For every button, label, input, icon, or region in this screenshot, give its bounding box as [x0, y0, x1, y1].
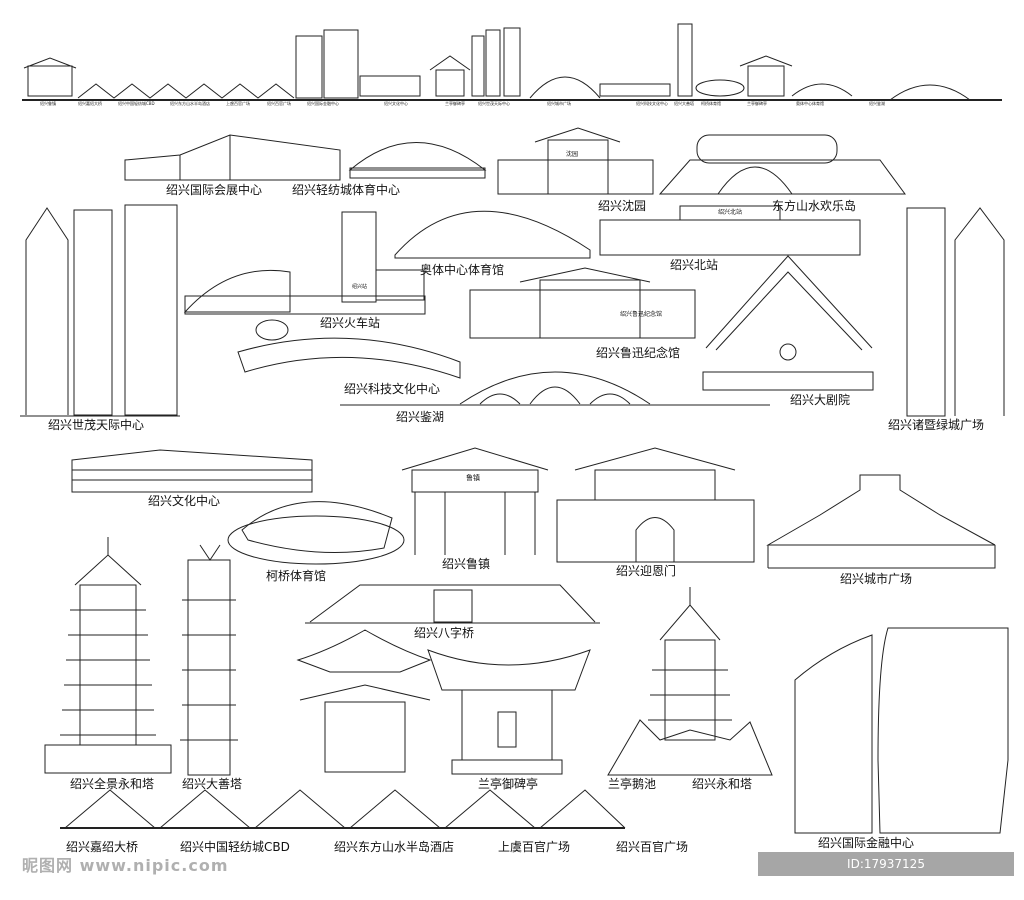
label-yubei: 兰亭御碑亭 — [478, 777, 539, 791]
skyline-label: 奥体中心体育馆 — [796, 101, 824, 106]
shenyuan-drawing — [498, 128, 653, 194]
keqiao-drawing — [228, 502, 404, 564]
label-dongfang: 东方山水欢乐岛 — [772, 199, 857, 213]
dongfang-drawing — [660, 135, 905, 194]
skyline-label: 绍兴中国轻纺城CBD — [118, 101, 155, 106]
label-culture: 绍兴文化中心 — [148, 494, 221, 508]
yubei-pavilion-drawing — [298, 630, 430, 772]
label-dashan: 绍兴大善塔 — [182, 777, 243, 791]
watermark-id: ID:17937125 NO:20251224190505911103 — [758, 852, 1014, 895]
label-cbd: 绍兴中国轻纺城CBD — [180, 840, 290, 854]
skyline-label: 柯桥体育馆 — [701, 101, 721, 106]
label-north-station: 绍兴北站 — [670, 258, 719, 272]
label-luzhen: 绍兴鲁镇 — [442, 557, 491, 571]
skyline-label: 绍兴世茂天际中心 — [478, 101, 510, 106]
skyline-label: 绍兴鉴湖 — [869, 101, 885, 106]
stele-pavilion-drawing — [428, 650, 590, 774]
north-station-drawing — [600, 206, 860, 255]
shenyuan-sign: 沈园 — [566, 151, 579, 158]
label-echi: 兰亭鹅池 — [608, 777, 657, 791]
label-olympic: 奥体中心体育馆 — [420, 263, 505, 277]
skyline-label: 绍兴科技文化中心 — [636, 101, 668, 106]
bazi-bridge-drawing — [305, 585, 600, 623]
skyline-strip — [22, 24, 1002, 100]
skyline-label: 上虞百官广场 — [226, 101, 250, 106]
label-tech: 绍兴科技文化中心 — [344, 382, 441, 396]
skyline-label: 绍兴东方山水半岛酒店 — [170, 101, 210, 106]
railway-station-drawing — [185, 212, 425, 314]
label-yonghe-full: 绍兴全景永和塔 — [70, 777, 155, 791]
label-city-square: 绍兴城市广场 — [840, 572, 913, 586]
city-square-drawing — [768, 475, 995, 568]
skyline-label: 绍兴嘉绍大桥 — [78, 101, 102, 106]
north-station-sign: 绍兴北站 — [718, 209, 743, 216]
label-theatre: 绍兴大剧院 — [790, 393, 851, 407]
skyline-label: 绍兴城市广场 — [547, 101, 571, 106]
bottom-bridges-drawing — [60, 790, 625, 828]
skyline-label: 兰亭御碑亭 — [747, 101, 767, 106]
label-shimao: 绍兴世茂天际中心 — [48, 418, 145, 432]
luzhen-sign: 鲁镇 — [466, 474, 480, 482]
textile-stadium-drawing — [350, 143, 485, 179]
skyline-label: 绍兴文化中心 — [384, 101, 408, 106]
label-railway: 绍兴火车站 — [320, 316, 381, 330]
label-zhuji: 绍兴诸暨绿城广场 — [888, 418, 985, 432]
luzhen-gate-drawing — [402, 448, 548, 555]
theatre-drawing — [703, 256, 873, 390]
zhuji-drawing — [907, 208, 1004, 416]
label-shenyuan: 绍兴沈园 — [598, 199, 647, 213]
label-keqiao: 柯桥体育馆 — [266, 569, 327, 583]
label-yingen: 绍兴迎恩门 — [616, 564, 677, 578]
yonghe-full-pagoda-drawing — [45, 537, 171, 773]
luxun-drawing — [470, 268, 695, 338]
label-hotel: 绍兴东方山水半岛酒店 — [334, 840, 455, 854]
label-yonghe: 绍兴永和塔 — [692, 777, 753, 791]
skyline-label: 绍兴国际金融中心 — [307, 101, 339, 106]
dashan-pagoda-drawing — [180, 545, 238, 775]
skyline-label: 兰亭御碑亭 — [445, 101, 465, 106]
label-bazi: 绍兴八字桥 — [414, 626, 475, 640]
label-luxun: 绍兴鲁迅纪念馆 — [596, 346, 681, 360]
skyline-label: 绍兴大善塔 — [674, 101, 694, 106]
expo-drawing — [125, 135, 340, 180]
railway-station-sign: 绍兴站 — [352, 284, 368, 290]
ifc-drawing — [795, 628, 1008, 833]
shimao-drawing — [20, 205, 180, 416]
label-jiashao: 绍兴嘉绍大桥 — [66, 840, 139, 854]
yonghe-pagoda-drawing — [608, 587, 772, 775]
watermark-site: 昵图网 www.nipic.com — [22, 856, 229, 875]
landmark-illustration — [0, 0, 1024, 878]
label-expo: 绍兴国际会展中心 — [166, 183, 263, 197]
olympic-drawing — [395, 211, 590, 258]
label-jianhu: 绍兴鉴湖 — [396, 410, 445, 424]
jianhu-bridge-drawing — [340, 372, 770, 405]
label-shangyu: 上虞百官广场 — [498, 840, 571, 854]
label-baiguan: 绍兴百官广场 — [616, 840, 689, 854]
tech-drawing — [238, 320, 460, 378]
yingen-gate-drawing — [557, 448, 754, 562]
skyline-label: 绍兴鲁镇 — [40, 101, 56, 106]
culture-drawing — [72, 450, 312, 492]
skyline-label: 绍兴百官广场 — [267, 101, 291, 106]
label-textile-stadium: 绍兴轻纺城体育中心 — [292, 183, 401, 197]
label-ifc: 绍兴国际金融中心 — [818, 836, 915, 850]
luxun-sign: 绍兴鲁迅纪念馆 — [620, 311, 663, 318]
